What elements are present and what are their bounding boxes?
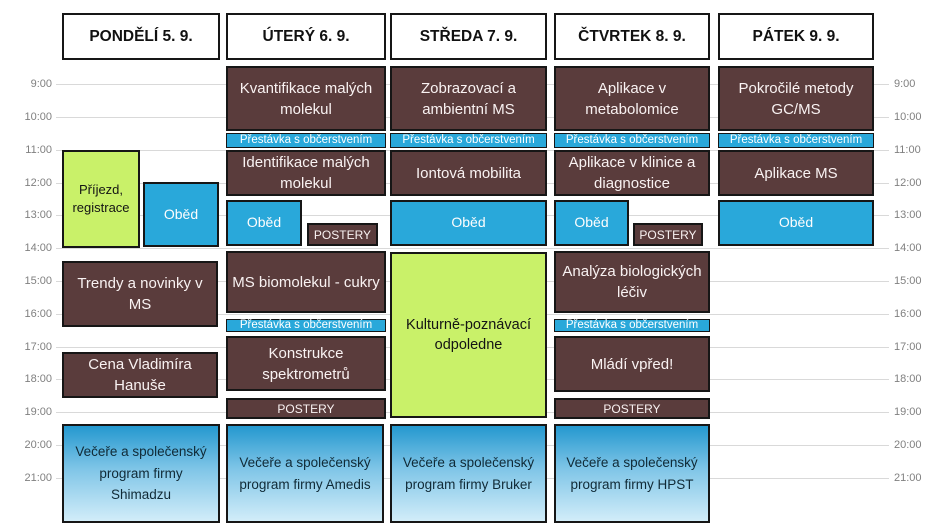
time-label-right: 9:00: [894, 78, 916, 90]
event-dinner-shimadzu: Večeře a společenský program firmy Shima…: [62, 424, 220, 523]
event-imaging-ambient-ms: Zobrazovací a ambientní MS: [390, 66, 547, 131]
event-metabolomics-applications: Aplikace v metabolomice: [554, 66, 710, 131]
event-identification-small-molecules: Identifikace malých molekul: [226, 150, 386, 196]
time-label-left: 20:00: [24, 439, 52, 451]
day-header-wednesday: STŘEDA 7. 9.: [390, 13, 547, 60]
event-lunch-friday: Oběd: [718, 200, 874, 246]
time-label-right: 18:00: [894, 373, 922, 385]
event-posters-tuesday-noon: POSTERY: [307, 223, 378, 246]
day-header-tuesday: ÚTERÝ 6. 9.: [226, 13, 386, 60]
time-label-right: 11:00: [894, 144, 921, 156]
day-header-thursday: ČTVRTEK 8. 9.: [554, 13, 710, 60]
day-header-monday: PONDĚLÍ 5. 9.: [62, 13, 220, 60]
time-label-right: 14:00: [894, 242, 922, 254]
event-lunch-wednesday: Oběd: [390, 200, 547, 246]
time-label-left: 14:00: [24, 242, 52, 254]
time-label-right: 13:00: [894, 209, 922, 221]
time-label-right: 17:00: [894, 341, 922, 353]
time-label-right: 19:00: [894, 406, 922, 418]
event-spectrometer-construction: Konstrukce spektrometrů: [226, 336, 386, 391]
event-ms-trends: Trendy a novinky v MS: [62, 261, 218, 327]
time-label-left: 16:00: [24, 308, 52, 320]
refreshment-break: Přestávka s občerstvením: [390, 133, 547, 148]
event-lunch-monday: Oběd: [143, 182, 219, 247]
event-arrival-registration: Příjezd, registrace: [62, 150, 140, 248]
refreshment-break: Přestávka s občerstvením: [718, 133, 874, 148]
time-label-left: 21:00: [24, 472, 52, 484]
time-label-left: 9:00: [30, 78, 52, 90]
day-header-friday: PÁTEK 9. 9.: [718, 13, 874, 60]
event-posters-tuesday-evening: POSTERY: [226, 398, 386, 419]
event-biologics-analysis: Analýza biologických léčiv: [554, 251, 710, 313]
time-label-right: 21:00: [894, 472, 922, 484]
time-label-right: 15:00: [894, 275, 922, 287]
event-posters-thursday-evening: POSTERY: [554, 398, 710, 419]
time-label-left: 12:00: [24, 177, 52, 189]
time-label-left: 17:00: [24, 341, 52, 353]
time-label-right: 20:00: [894, 439, 922, 451]
event-dinner-bruker: Večeře a společenský program firmy Bruke…: [390, 424, 547, 523]
event-ms-biomolecules-sugars: MS biomolekul - cukry: [226, 251, 386, 313]
event-lunch-tuesday: Oběd: [226, 200, 302, 246]
event-clinic-diagnostics: Aplikace v klinice a diagnostice: [554, 150, 710, 196]
time-label-right: 10:00: [894, 111, 922, 123]
gridline: [56, 248, 889, 249]
time-label-left: 13:00: [24, 209, 52, 221]
refreshment-break: Přestávka s občerstvením: [226, 133, 386, 148]
refreshment-break: Přestávka s občerstvením: [554, 133, 710, 148]
event-lunch-thursday: Oběd: [554, 200, 629, 246]
time-label-right: 12:00: [894, 177, 922, 189]
time-label-left: 10:00: [24, 111, 52, 123]
time-label-right: 16:00: [894, 308, 922, 320]
time-label-left: 18:00: [24, 373, 52, 385]
event-advanced-gcms-methods: Pokročilé metody GC/MS: [718, 66, 874, 131]
time-label-left: 19:00: [24, 406, 52, 418]
time-label-left: 15:00: [24, 275, 52, 287]
event-ms-applications: Aplikace MS: [718, 150, 874, 196]
event-youth-forward: Mládí vpřed!: [554, 336, 710, 392]
event-quantification-small-molecules: Kvantifikace malých molekul: [226, 66, 386, 131]
refreshment-break: Přestávka s občerstvením: [554, 319, 710, 332]
refreshment-break: Přestávka s občerstvením: [226, 319, 386, 332]
event-dinner-hpst: Večeře a společenský program firmy HPST: [554, 424, 710, 523]
event-posters-thursday-noon: POSTERY: [633, 223, 703, 246]
event-cultural-afternoon: Kulturně-poznávací odpoledne: [390, 252, 547, 418]
event-hanus-award: Cena Vladimíra Hanuše: [62, 352, 218, 398]
event-ion-mobility: Iontová mobilita: [390, 150, 547, 196]
event-dinner-amedis: Večeře a společenský program firmy Amedi…: [226, 424, 384, 523]
time-label-left: 11:00: [25, 144, 52, 156]
